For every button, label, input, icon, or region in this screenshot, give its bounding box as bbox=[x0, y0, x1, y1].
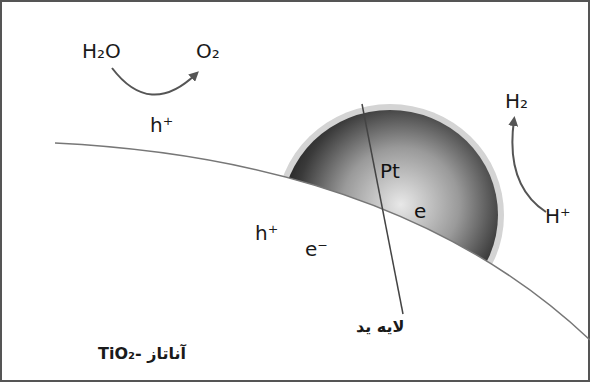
oxidation-arrow bbox=[112, 68, 196, 95]
electron-label: e bbox=[414, 200, 426, 222]
pt-particle bbox=[282, 110, 498, 320]
molecule-label: H₂O bbox=[82, 40, 121, 62]
electron-label: e⁻ bbox=[305, 238, 328, 260]
iodine-layer bbox=[276, 104, 504, 326]
molecule-label: O₂ bbox=[196, 40, 220, 62]
layer-label: لایه ید bbox=[356, 318, 404, 336]
leader-line bbox=[362, 104, 403, 314]
ion-label: H⁺ bbox=[545, 205, 571, 227]
hole-label: h⁺ bbox=[255, 222, 278, 244]
hole-label: h⁺ bbox=[150, 114, 173, 136]
reduction-arrow bbox=[512, 120, 546, 212]
material-label: TiO₂- آناتاز bbox=[98, 345, 186, 363]
tio2-surface bbox=[55, 143, 590, 340]
molecule-label: H₂ bbox=[505, 90, 528, 112]
metal-label: Pt bbox=[380, 160, 400, 182]
